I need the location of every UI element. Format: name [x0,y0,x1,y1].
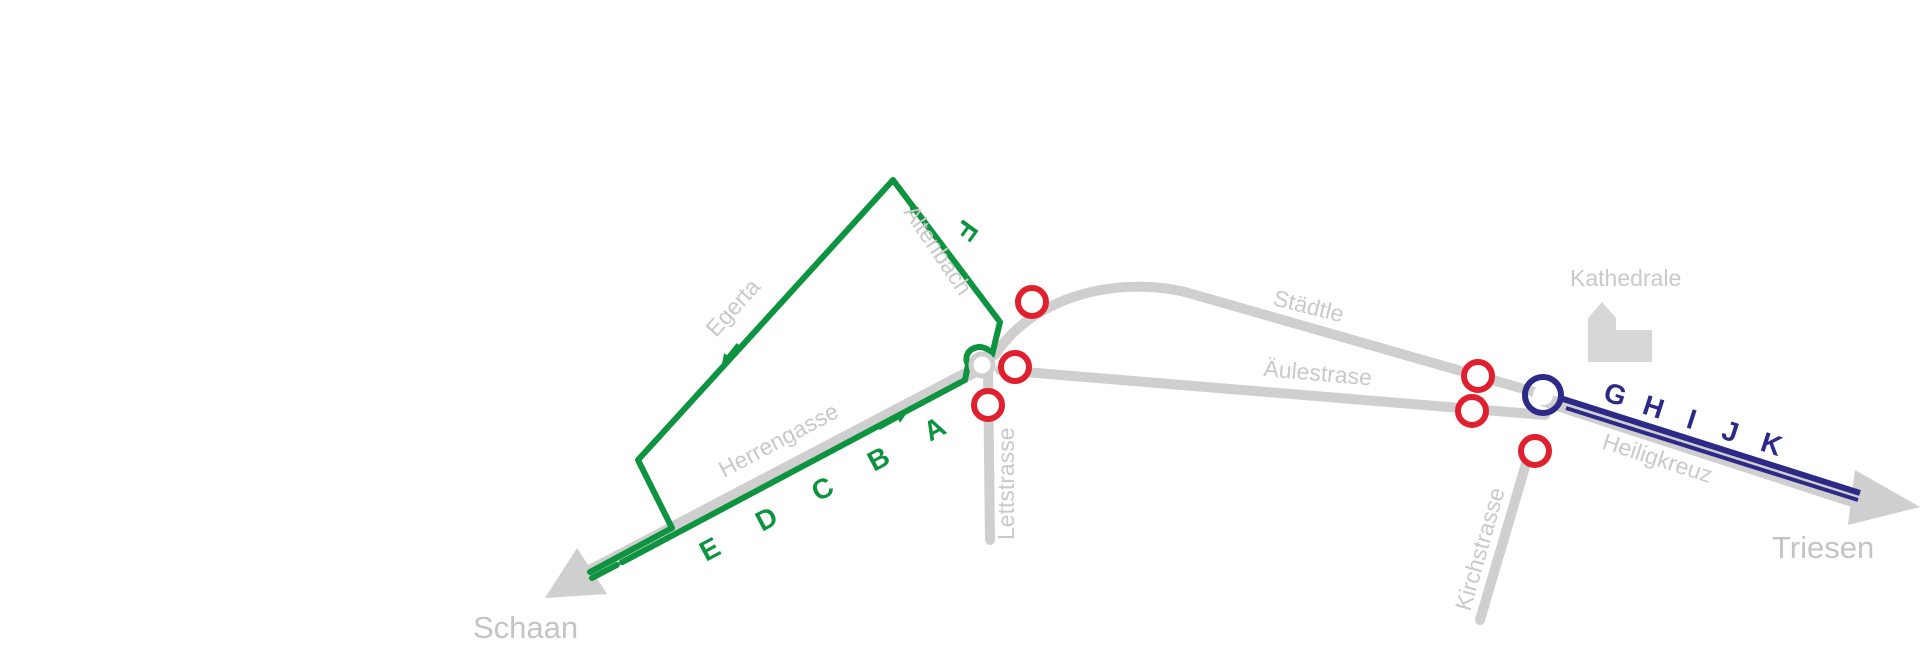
green-route [587,177,1003,581]
blue-terminal-center [1533,385,1553,405]
street-label-altenbach: Altenbach [899,200,978,299]
kathedrale-icon [1588,302,1652,362]
blue-route [1522,374,1861,502]
bus-stop-lettstrasse[interactable] [971,388,1005,422]
blue-route-letter-i: I [1683,403,1700,435]
bus-stop-kirchstrasse[interactable] [1518,434,1552,468]
green-route-inbound-stub [589,554,635,581]
triesen-direction-arrow [1848,470,1920,525]
blue-route-letter-g: G [1600,376,1630,412]
bus-stop-aeulestrase-east[interactable] [1455,394,1489,428]
blue-route-line-in [1565,406,1859,502]
bus-stop-staedtle-east[interactable] [1461,359,1495,393]
road-kirchstrasse [1475,445,1535,625]
road-staedtle [990,281,1550,400]
street-label-aeulestrase: Äulestrase [1263,355,1374,390]
bus-stops [971,285,1552,468]
blue-route-letter-k: K [1757,426,1786,462]
green-junction-node [968,351,996,379]
blue-route-letter-j: J [1718,414,1742,448]
place-label-triesen: Triesen [1772,530,1874,565]
blue-route-letter-h: H [1639,389,1668,425]
landmark-label-kathedrale: Kathedrale [1570,265,1681,291]
bus-stop-staedtle-west[interactable] [1015,285,1049,319]
road-aeulestrase [995,365,1550,420]
green-route-letter-c: C [806,470,838,507]
green-route-letter-e: E [694,531,725,567]
green-route-letter-a: A [918,410,950,447]
schaan-direction-arrow [545,548,607,598]
green-route-letter-f: F [949,214,984,246]
green-arrow-altenbach [908,203,927,226]
blue-terminal-ring [1522,374,1564,416]
place-label-schaan: Schaan [473,610,578,645]
street-label-lettstrasse: Lettstrasse [993,428,1019,541]
green-route-main-line [629,344,995,560]
blue-route-line-out [1559,395,1861,496]
green-arrow-herrengasse [878,413,907,430]
green-route-letter-b: B [862,440,894,477]
green-route-loop-line [587,177,1003,575]
green-route-letter-d: D [750,500,782,537]
bus-stop-aeulestrase-west[interactable] [998,350,1032,384]
green-arrow-egerta [721,343,739,364]
